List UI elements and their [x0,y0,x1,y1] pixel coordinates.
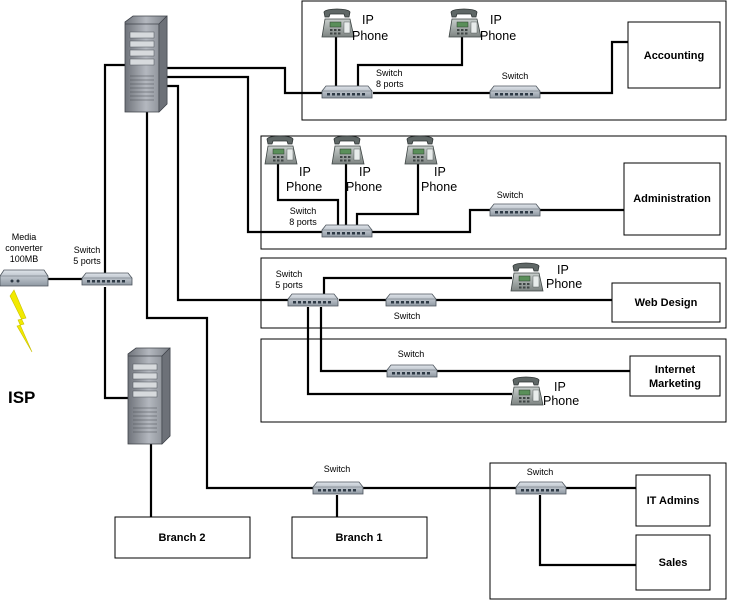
ip-phone-label-1: IP [434,165,446,179]
switch-5-ports-web-label-2: 5 ports [275,280,303,290]
switch-8-ports-accounting-label-2: 8 ports [376,79,404,89]
switch-branch-1-icon [312,481,364,495]
ip-phone-label-2: Phone [421,180,457,194]
dept-label: Accounting [644,50,705,62]
media-converter-label-1: Media [12,232,37,242]
dept-label: Administration [633,193,711,205]
switch-5-ports-web-label-1: Switch [276,269,303,279]
switch-5-ports-web-icon [287,293,339,307]
dept-label-line2: Marketing [649,378,701,390]
ip-phone-label-1: IP [362,13,374,27]
ip-phone-icon [448,8,482,38]
switch-8-ports-accounting-label-1: Switch [376,68,403,78]
switch-5-ports-main-label-1: Switch [74,245,101,255]
dept-box-web-design: Web Design [611,282,721,323]
ip-phone-label-1: IP [557,263,569,277]
dept-box-branch-1: Branch 1 [291,516,428,559]
switch-accounting-icon [489,85,541,99]
switch-accounting-label: Switch [502,71,529,81]
media-converter-label-3: 100MB [10,254,39,264]
dept-box-internet-marketing: Internet Marketing [629,355,721,397]
ip-phone-icon [331,135,365,165]
switch-branch-1-label: Switch [324,464,351,474]
ip-phone-icon [321,8,355,38]
ip-phone-icon [510,376,544,406]
switch-admin-icon [489,203,541,217]
ip-phone-label-2: Phone [480,29,516,43]
ip-phone-icon [404,135,438,165]
ip-phone-label-2: Phone [286,180,322,194]
switch-admin-label: Switch [497,190,524,200]
main-server-icon [124,15,168,113]
switch-it-icon [515,481,567,495]
dept-label: Branch 1 [335,532,382,544]
ip-phone-label-1: IP [359,165,371,179]
ip-phone-icon [510,262,544,292]
switch-5-ports-main-icon [81,272,133,286]
dept-label: Branch 2 [158,532,205,544]
switch-8-ports-admin-icon [321,224,373,238]
connection-lines [47,37,636,567]
switch-marketing-icon [386,364,438,378]
dept-box-branch-2: Branch 2 [114,516,251,559]
branch-server-icon [127,347,171,445]
dept-box-accounting: Accounting [627,21,721,89]
switch-5-ports-main-label-2: 5 ports [73,256,101,266]
dept-box-it-admins: IT Admins [635,474,711,527]
ip-phone-label-1: IP [554,380,566,394]
dept-label: Web Design [635,297,698,309]
media-converter-icon [0,269,49,287]
switch-web-icon [385,293,437,307]
switch-8-ports-accounting-icon [321,85,373,99]
switch-marketing-label: Switch [398,349,425,359]
ip-phone-label-2: Phone [546,277,582,291]
ip-phone-label-1: IP [490,13,502,27]
switch-8-ports-admin-label-1: Switch [290,206,317,216]
media-converter-label-2: converter [5,243,43,253]
isp-label: ISP [8,388,35,407]
switch-it-label: Switch [527,467,554,477]
dept-box-sales: Sales [635,534,711,591]
dept-label: IT Admins [647,495,700,507]
ip-phone-icon [264,135,298,165]
switch-web-label: Switch [394,311,421,321]
dept-label-line1: Internet [655,364,696,376]
switch-8-ports-admin-label-2: 8 ports [289,217,317,227]
ip-phone-label-2: Phone [346,180,382,194]
lightning-icon [9,289,33,353]
ip-phone-label-2: Phone [352,29,388,43]
dept-label: Sales [659,557,688,569]
dept-box-administration: Administration [623,162,721,236]
ip-phone-label-1: IP [299,165,311,179]
ip-phone-label-2: Phone [543,394,579,408]
